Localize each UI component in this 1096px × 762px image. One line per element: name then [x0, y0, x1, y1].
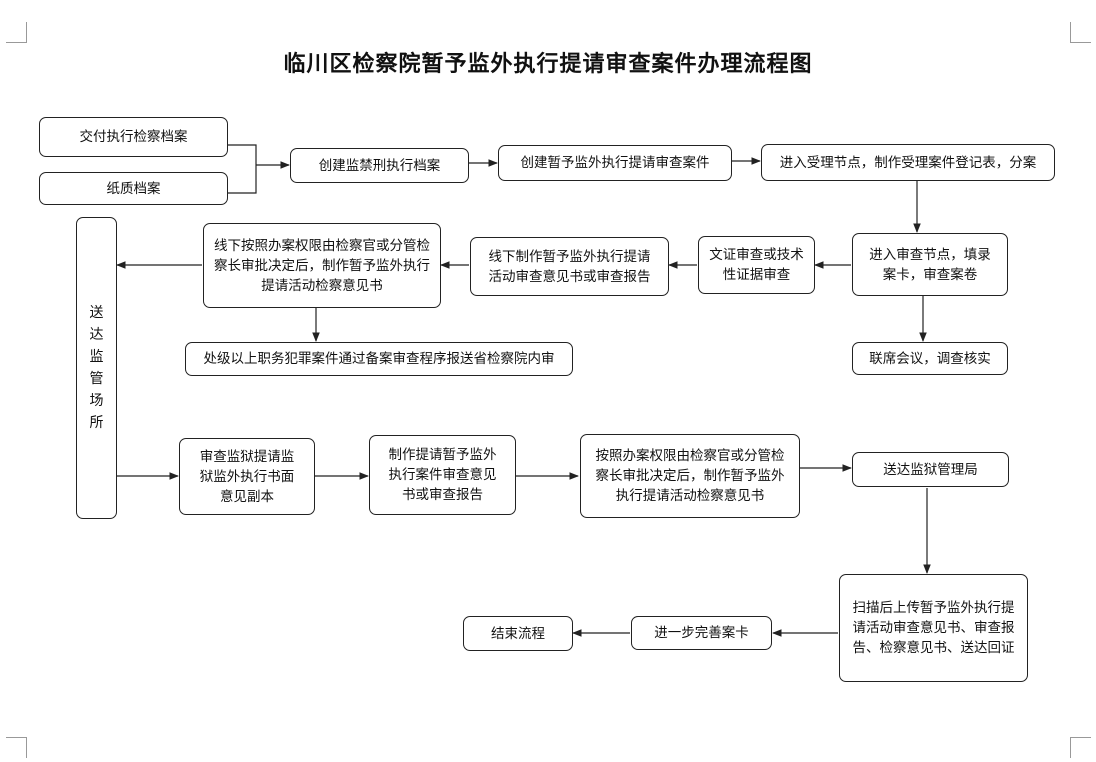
- node-delivery-archive: 交付执行检察档案: [39, 117, 228, 157]
- crop-mark-top-left: [6, 22, 27, 43]
- node-offline-report: 线下制作暂予监外执行提请活动审查意见书或审查报告: [470, 237, 669, 296]
- node-document-review: 文证审查或技术性证据审查: [698, 236, 815, 294]
- crop-mark-bottom-right: [1070, 737, 1091, 758]
- node-deliver-prison-bureau: 送达监狱管理局: [852, 452, 1009, 487]
- node-create-supervision-archive: 创建监禁刑执行档案: [290, 148, 469, 183]
- node-enter-acceptance: 进入受理节点，制作受理案件登记表，分案: [761, 144, 1055, 181]
- node-above-county: 处级以上职务犯罪案件通过备案审查程序报送省检察院内审: [185, 342, 573, 376]
- node-make-review-opinion: 制作提请暂予监外执行案件审查意见书或审查报告: [369, 435, 516, 515]
- node-create-case: 创建暂予监外执行提请审查案件: [498, 145, 732, 181]
- crop-mark-top-right: [1070, 22, 1091, 43]
- node-review-prison-copy: 审查监狱提请监狱监外执行书面意见副本: [179, 438, 315, 515]
- node-end-process: 结束流程: [463, 616, 573, 651]
- page-title: 临川区检察院暂予监外执行提请审查案件办理流程图: [283, 52, 813, 77]
- node-deliver-to-custody: 送 达 监 管 场 所: [76, 217, 117, 519]
- node-enter-review: 进入审查节点，填录案卡，审查案卷: [852, 233, 1008, 296]
- node-further-improve: 进一步完善案卡: [631, 616, 772, 650]
- connector-archive-bracket: [228, 144, 257, 194]
- node-joint-meeting: 联席会议，调查核实: [852, 342, 1008, 375]
- node-scan-upload: 扫描后上传暂予监外执行提请活动审查意见书、审查报告、检察意见书、送达回证: [839, 574, 1028, 682]
- node-approval-online: 按照办案权限由检察官或分管检察长审批决定后，制作暂予监外执行提请活动检察意见书: [580, 434, 800, 518]
- crop-mark-bottom-left: [6, 737, 27, 758]
- node-offline-approval: 线下按照办案权限由检察官或分管检察长审批决定后，制作暂予监外执行提请活动检察意见…: [203, 223, 441, 308]
- node-paper-archive: 纸质档案: [39, 172, 228, 205]
